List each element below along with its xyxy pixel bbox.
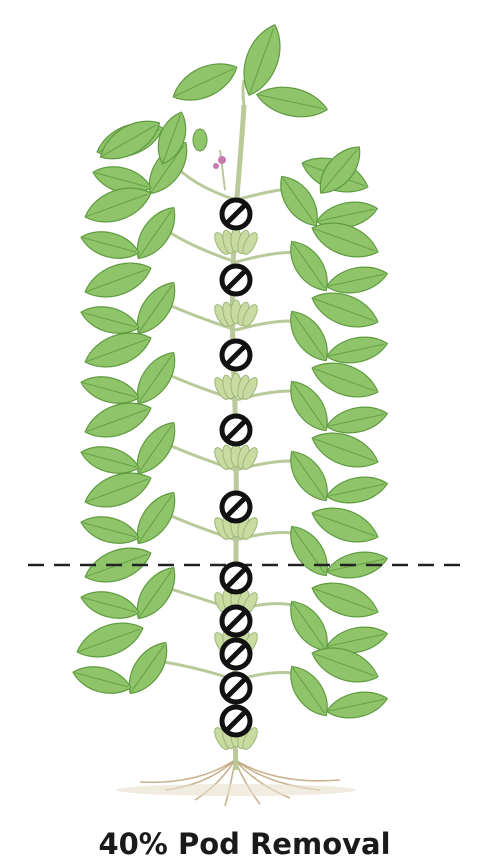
prohibited-icon — [222, 266, 250, 294]
leaf-left — [72, 614, 148, 665]
prohibited-icon — [222, 707, 250, 735]
flower-petal — [213, 163, 219, 169]
top-flower — [193, 129, 226, 190]
leaf-top — [254, 81, 330, 123]
leaf-left — [78, 226, 142, 265]
prohibited-icon — [222, 416, 250, 444]
leaf-left — [78, 511, 142, 550]
leaf-right — [324, 472, 390, 509]
flower-bud — [193, 129, 207, 151]
prohibited-icon — [222, 200, 250, 228]
prohibited-icon — [222, 493, 250, 521]
prohibited-icon — [222, 341, 250, 369]
prohibited-icon — [222, 640, 250, 668]
leaf-left — [78, 586, 142, 625]
prohibited-icon — [222, 607, 250, 635]
ground-line — [116, 784, 356, 796]
diagram-caption: 40% Pod Removal — [0, 826, 489, 863]
flower-petal — [218, 156, 226, 164]
leaf-left — [80, 254, 156, 305]
prohibited-icon — [222, 564, 250, 592]
flower-stalk — [220, 150, 225, 190]
branch — [243, 80, 244, 105]
leaf-top — [167, 54, 243, 110]
leaf-right — [324, 687, 390, 724]
prohibited-icon — [222, 674, 250, 702]
leaf-left — [70, 661, 134, 700]
